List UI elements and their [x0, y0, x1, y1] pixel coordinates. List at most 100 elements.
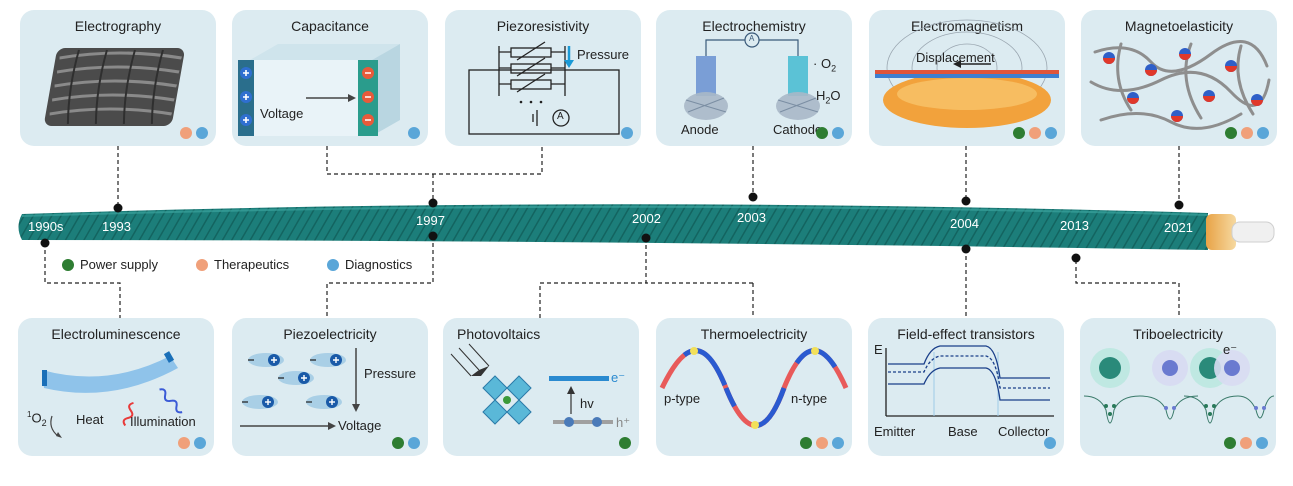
- voltage-label: Voltage: [338, 418, 382, 433]
- panel-piezoresistivity: Piezoresistivity A Pressure: [445, 10, 641, 146]
- legend-therapeutics: Therapeutics: [196, 257, 289, 272]
- triboelectric-icon: [1083, 348, 1275, 424]
- hole-label: h⁺: [616, 415, 631, 430]
- therapeutics-dot: [178, 437, 190, 449]
- photon-label: hv: [580, 396, 594, 411]
- legend-label: Diagnostics: [345, 257, 413, 272]
- power-supply-dot: [800, 437, 812, 449]
- displacement-label: Displacement: [916, 50, 995, 65]
- resistor-network-icon: [468, 41, 620, 135]
- therapeutics-dot: [1029, 127, 1041, 139]
- year-label: 2013: [1060, 218, 1089, 233]
- panel-title: Photovoltaics: [457, 326, 541, 342]
- panel-title: Magnetoelasticity: [1124, 18, 1234, 34]
- illumination-label: Illumination: [130, 414, 196, 429]
- electron-label: e⁻: [611, 370, 626, 385]
- category-dots: [800, 437, 844, 449]
- collector-label: Collector: [998, 424, 1050, 439]
- power-supply-dot: [619, 437, 631, 449]
- diagnostics-dot: [194, 437, 206, 449]
- category-dots: [1225, 127, 1269, 139]
- legend-diagnostics: Diagnostics: [327, 257, 412, 272]
- panel-title: Piezoelectricity: [283, 326, 377, 342]
- diagnostics-dot: [408, 437, 420, 449]
- panel-electromagnetism: Electromagnetism Displacement: [869, 10, 1065, 146]
- year-label: 2021: [1164, 220, 1193, 235]
- category-dots: [180, 127, 208, 139]
- year-label: 1990s: [28, 219, 64, 234]
- diagnostics-dot: [1256, 437, 1268, 449]
- diagnostics-dot: [1044, 437, 1056, 449]
- panel-title: Field-effect transistors: [897, 326, 1035, 342]
- luminescent-fiber-icon: [42, 351, 183, 438]
- singlet-oxygen-label: 1O2: [27, 410, 47, 428]
- power-supply-dot: [1013, 127, 1025, 139]
- base-label: Base: [948, 424, 978, 439]
- electrochemical-cell-icon: [684, 32, 820, 120]
- category-dots: [408, 127, 420, 139]
- diagnostics-dot: [832, 437, 844, 449]
- capacitor-icon: [238, 44, 400, 136]
- panel-field-effect-transistors: Field-effect transistors E Emitter Base …: [868, 318, 1064, 456]
- therapeutics-dot: [1240, 437, 1252, 449]
- category-dots: [1013, 127, 1057, 139]
- diagnostics-dot: [1045, 127, 1057, 139]
- power-supply-dot: [392, 437, 404, 449]
- category-dots: [1224, 437, 1268, 449]
- panel-photovoltaics: Photovoltaics e⁻ hv h⁺: [443, 318, 639, 456]
- panel-title: Thermoelectricity: [700, 326, 808, 342]
- panel-title: Electrography: [74, 18, 162, 34]
- year-label: 2002: [632, 211, 661, 226]
- panel-title: Piezoresistivity: [496, 18, 590, 34]
- oxygen-label: · O2: [813, 56, 837, 74]
- electron-label: e⁻: [1223, 342, 1238, 357]
- energy-band-icon: [885, 345, 1054, 417]
- ammeter-label: A: [557, 111, 564, 122]
- pressure-label: Pressure: [577, 47, 630, 62]
- pressure-label: Pressure: [364, 366, 417, 381]
- magnet-network-icon: [1089, 40, 1271, 130]
- panel-title: Capacitance: [291, 18, 369, 34]
- power-supply-dot: [1224, 437, 1236, 449]
- emitter-label: Emitter: [874, 424, 916, 439]
- cable: [18, 204, 1208, 250]
- legend-power: Power supply: [62, 257, 158, 272]
- heat-label: Heat: [76, 412, 104, 427]
- diagnostics-dot: [408, 127, 420, 139]
- n-type-label: n-type: [791, 391, 828, 406]
- panel-magnetoelasticity: Magnetoelasticity: [1081, 10, 1277, 146]
- category-dots: [621, 127, 633, 139]
- year-label: 2004: [950, 216, 979, 231]
- year-label: 2003: [737, 210, 766, 225]
- panel-title: Triboelectricity: [1133, 326, 1223, 342]
- cable-tip: [1206, 214, 1236, 250]
- therapeutics-dot: [816, 437, 828, 449]
- fabric-icon: [44, 48, 185, 126]
- dipole-icon: [240, 348, 360, 430]
- voltage-label: Voltage: [260, 106, 304, 121]
- panel-thermoelectricity: Thermoelectricity p-type n-type: [656, 318, 852, 456]
- diagnostics-dot: [327, 258, 339, 271]
- diagnostics-dot: [1257, 127, 1269, 139]
- panel-electroluminescence: Electroluminescence 1O2 Heat Illuminatio…: [18, 318, 214, 456]
- category-dots: [392, 437, 420, 449]
- power-supply-dot: [816, 127, 828, 139]
- year-label: 1997: [416, 213, 445, 228]
- therapeutics-dot: [1241, 127, 1253, 139]
- power-supply-dot: [1225, 127, 1237, 139]
- diagnostics-dot: [621, 127, 633, 139]
- panel-piezoelectricity: Piezoelectricity Pressure Voltage: [232, 318, 428, 456]
- panel-electrochemistry: Electrochemistry A · O2 H2O Anode Cathod…: [656, 10, 852, 146]
- timeline-markers: [40, 192, 1184, 263]
- category-dots: [178, 437, 206, 449]
- panel-title: Electroluminescence: [51, 326, 181, 342]
- therapeutics-dot: [180, 127, 192, 139]
- category-dots: [619, 437, 631, 449]
- magnetic-field-icon: [875, 19, 1059, 128]
- power-supply-dot: [62, 258, 74, 271]
- legend-label: Therapeutics: [214, 257, 290, 272]
- p-type-label: p-type: [664, 391, 701, 406]
- anode-label: Anode: [681, 122, 719, 137]
- ammeter-label: A: [749, 34, 755, 43]
